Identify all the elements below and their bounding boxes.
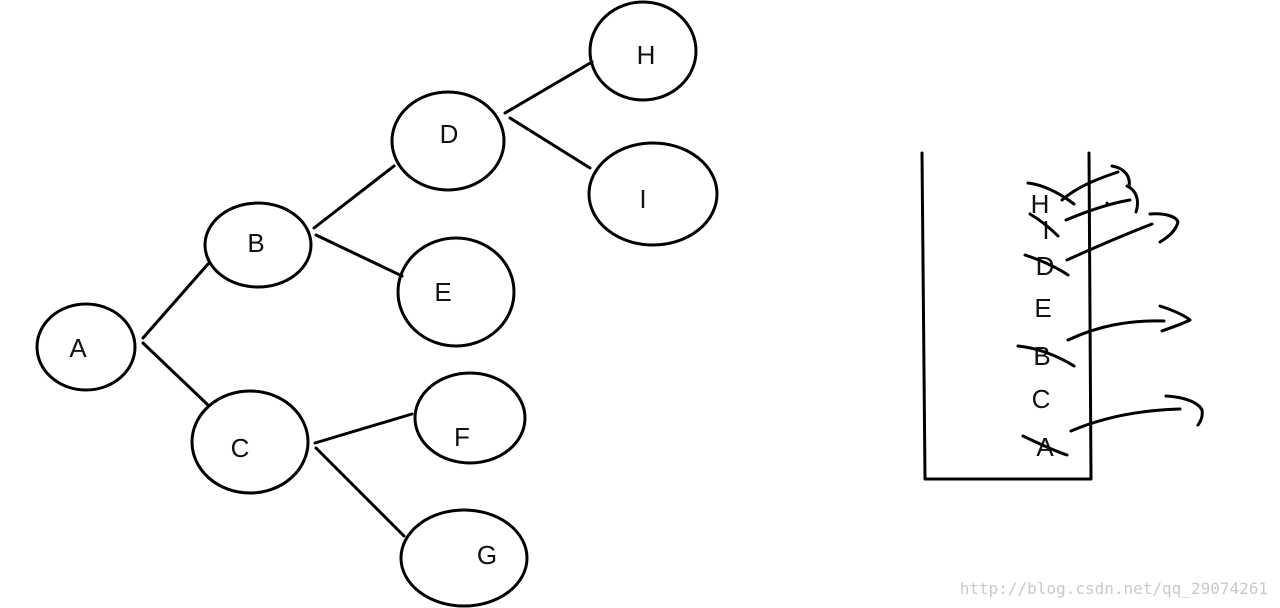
node-g-label: G	[477, 540, 497, 570]
node-e-label: E	[434, 277, 451, 307]
stack-item-h: H	[1031, 189, 1050, 219]
node-b-circle	[203, 201, 313, 289]
edge-c-g	[314, 446, 406, 538]
edge-d-i	[508, 116, 592, 170]
tree-node-g: G	[399, 508, 529, 608]
edge-a-c	[141, 341, 210, 407]
strike-b	[1016, 344, 1076, 368]
strike-a	[1021, 434, 1069, 457]
node-g-circle	[399, 508, 529, 608]
strike-marks	[1016, 181, 1076, 457]
tree-node-h: H	[588, 0, 698, 102]
pop-arrow-b-icon	[1066, 304, 1192, 342]
tree-node-f: F	[413, 371, 527, 465]
node-b-label: B	[247, 228, 264, 258]
strike-h	[1026, 181, 1076, 206]
tree-node-b: B	[203, 201, 313, 289]
pop-arrows	[1060, 164, 1204, 433]
stack-item-i: I	[1042, 215, 1049, 245]
stack-container	[920, 151, 1093, 481]
node-a-label: A	[69, 333, 87, 363]
node-f-circle	[413, 371, 527, 465]
stack-item-e: E	[1034, 293, 1051, 323]
tree-node-a: A	[35, 302, 137, 392]
tree-node-d: D	[390, 90, 506, 192]
pop-arrow-d-icon	[1065, 212, 1180, 262]
pop-arrow-a-icon	[1069, 394, 1204, 433]
tree-node-i: I	[587, 141, 719, 247]
node-a-circle	[35, 302, 137, 392]
node-c-circle	[190, 389, 310, 495]
stack-item-d: D	[1036, 251, 1055, 281]
edge-b-e	[314, 233, 404, 278]
stack-item-b: B	[1033, 341, 1050, 371]
stack-item-c: C	[1032, 384, 1051, 414]
edge-d-h	[503, 60, 594, 115]
edge-c-f	[313, 412, 414, 445]
node-f-label: F	[454, 422, 470, 452]
node-d-label: D	[440, 119, 459, 149]
node-d-circle	[390, 90, 506, 192]
node-c-label: C	[231, 433, 250, 463]
node-i-circle	[587, 141, 719, 247]
strike-d	[1023, 253, 1070, 277]
pop-arrow-h-icon	[1060, 164, 1140, 222]
watermark: http://blog.csdn.net/qq_29074261	[960, 579, 1268, 598]
edge-b-d	[312, 164, 396, 230]
node-h-label: H	[637, 40, 656, 70]
tree-edges	[141, 60, 594, 538]
tree-node-c: C	[190, 389, 310, 495]
tree-node-e: E	[396, 236, 516, 348]
node-i-label: I	[639, 184, 646, 214]
edge-a-b	[141, 262, 210, 340]
node-h-circle	[588, 0, 698, 102]
strike-i	[1028, 212, 1060, 238]
node-e-circle	[396, 236, 516, 348]
pop-dot	[1105, 201, 1109, 205]
